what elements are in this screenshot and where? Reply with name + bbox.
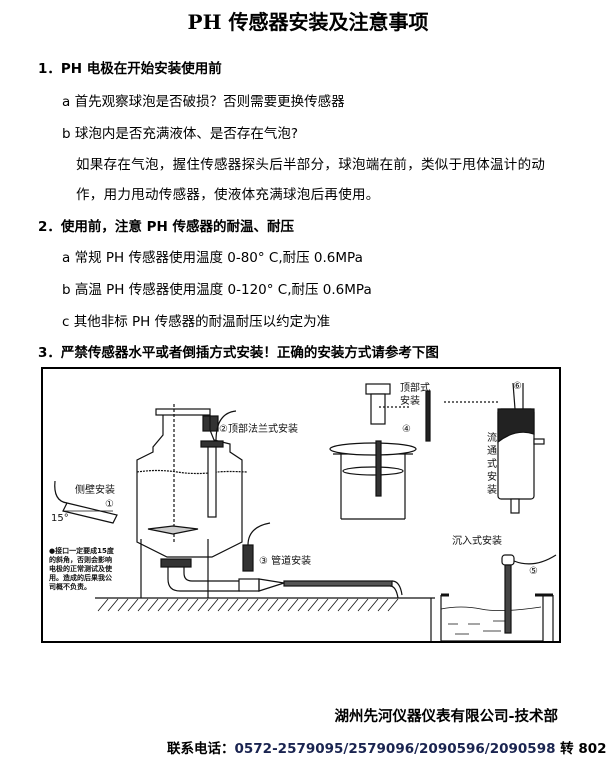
note-line: 用。造成的后果我公 (49, 573, 112, 582)
paragraph-line: 如果存在气泡，握住传感器探头后半部分，球泡端在前，类似于甩体温计的动 (76, 157, 546, 173)
pipe-label: ③ 管道安装 (259, 554, 311, 567)
flow-label: 安 (487, 470, 497, 483)
section-1-heading: 1．PH 电极在开始安装使用前 (38, 61, 222, 77)
item-1a: a 首先观察球泡是否破损？否则需要更换传感器 (62, 94, 345, 110)
item-2c: c 其他非标 PH 传感器的耐温耐压以约定为准 (62, 314, 331, 330)
paragraph-line: 作，用力甩动传感器，使液体充满球泡后再使用。 (76, 187, 380, 203)
page-title: PH 传感器安装及注意事项 (187, 10, 429, 34)
marker-4: ④ (402, 424, 411, 435)
phone-label: 联系电话： (167, 741, 235, 757)
top-mount-label-2: 安装 (400, 394, 420, 407)
item-1b: b 球泡内是否充满液体、是否存在气泡? (62, 126, 299, 142)
section-2-heading: 2．使用前，注意 PH 传感器的耐温、耐压 (38, 219, 294, 235)
phone-numbers: 0572-2579095/2579096/2090596/2090598 (234, 741, 556, 757)
phone-extension: 转 802 (555, 741, 607, 757)
marker-6: ⑥ (513, 381, 522, 392)
marker-1: ① (105, 499, 114, 510)
contact-phone: 联系电话：0572-2579095/2579096/2090596/209059… (167, 737, 607, 757)
note-line: 司概不负责。 (49, 582, 91, 591)
immersion-label: 沉入式安装 (452, 534, 502, 547)
flow-label: 式 (487, 457, 497, 470)
top-mount-label-1: 顶部式 (400, 381, 430, 394)
note-line: 电极的正常测试及使 (49, 564, 113, 573)
flow-label: 装 (487, 483, 497, 496)
item-2a: a 常规 PH 传感器使用温度 0-80° C,耐压 0.6MPa (62, 250, 363, 266)
angle-label: 15° (51, 513, 69, 524)
marker-5: ⑤ (529, 566, 538, 577)
installation-diagram: 侧壁安装 ① 15° ②顶部法兰式安装 ③ 管道安装 ④ 顶部式 安装 ⑥ 流 … (41, 367, 561, 643)
company-name: 湖州先河仪器仪表有限公司-技术部 (334, 709, 558, 725)
note-line: ●接口一定要成15度 (49, 546, 115, 555)
flow-label: 流 (487, 431, 497, 444)
section-3-heading: 3．严禁传感器水平或者倒插方式安装！正确的安装方式请参考下图 (38, 345, 439, 361)
side-wall-label: 侧壁安装 (75, 483, 115, 496)
flow-label: 通 (487, 445, 497, 457)
item-2b: b 高温 PH 传感器使用温度 0-120° C,耐压 0.6MPa (62, 282, 372, 298)
top-flange-label: ②顶部法兰式安装 (219, 422, 298, 435)
note-line: 的斜角，否则会影响 (49, 555, 112, 564)
